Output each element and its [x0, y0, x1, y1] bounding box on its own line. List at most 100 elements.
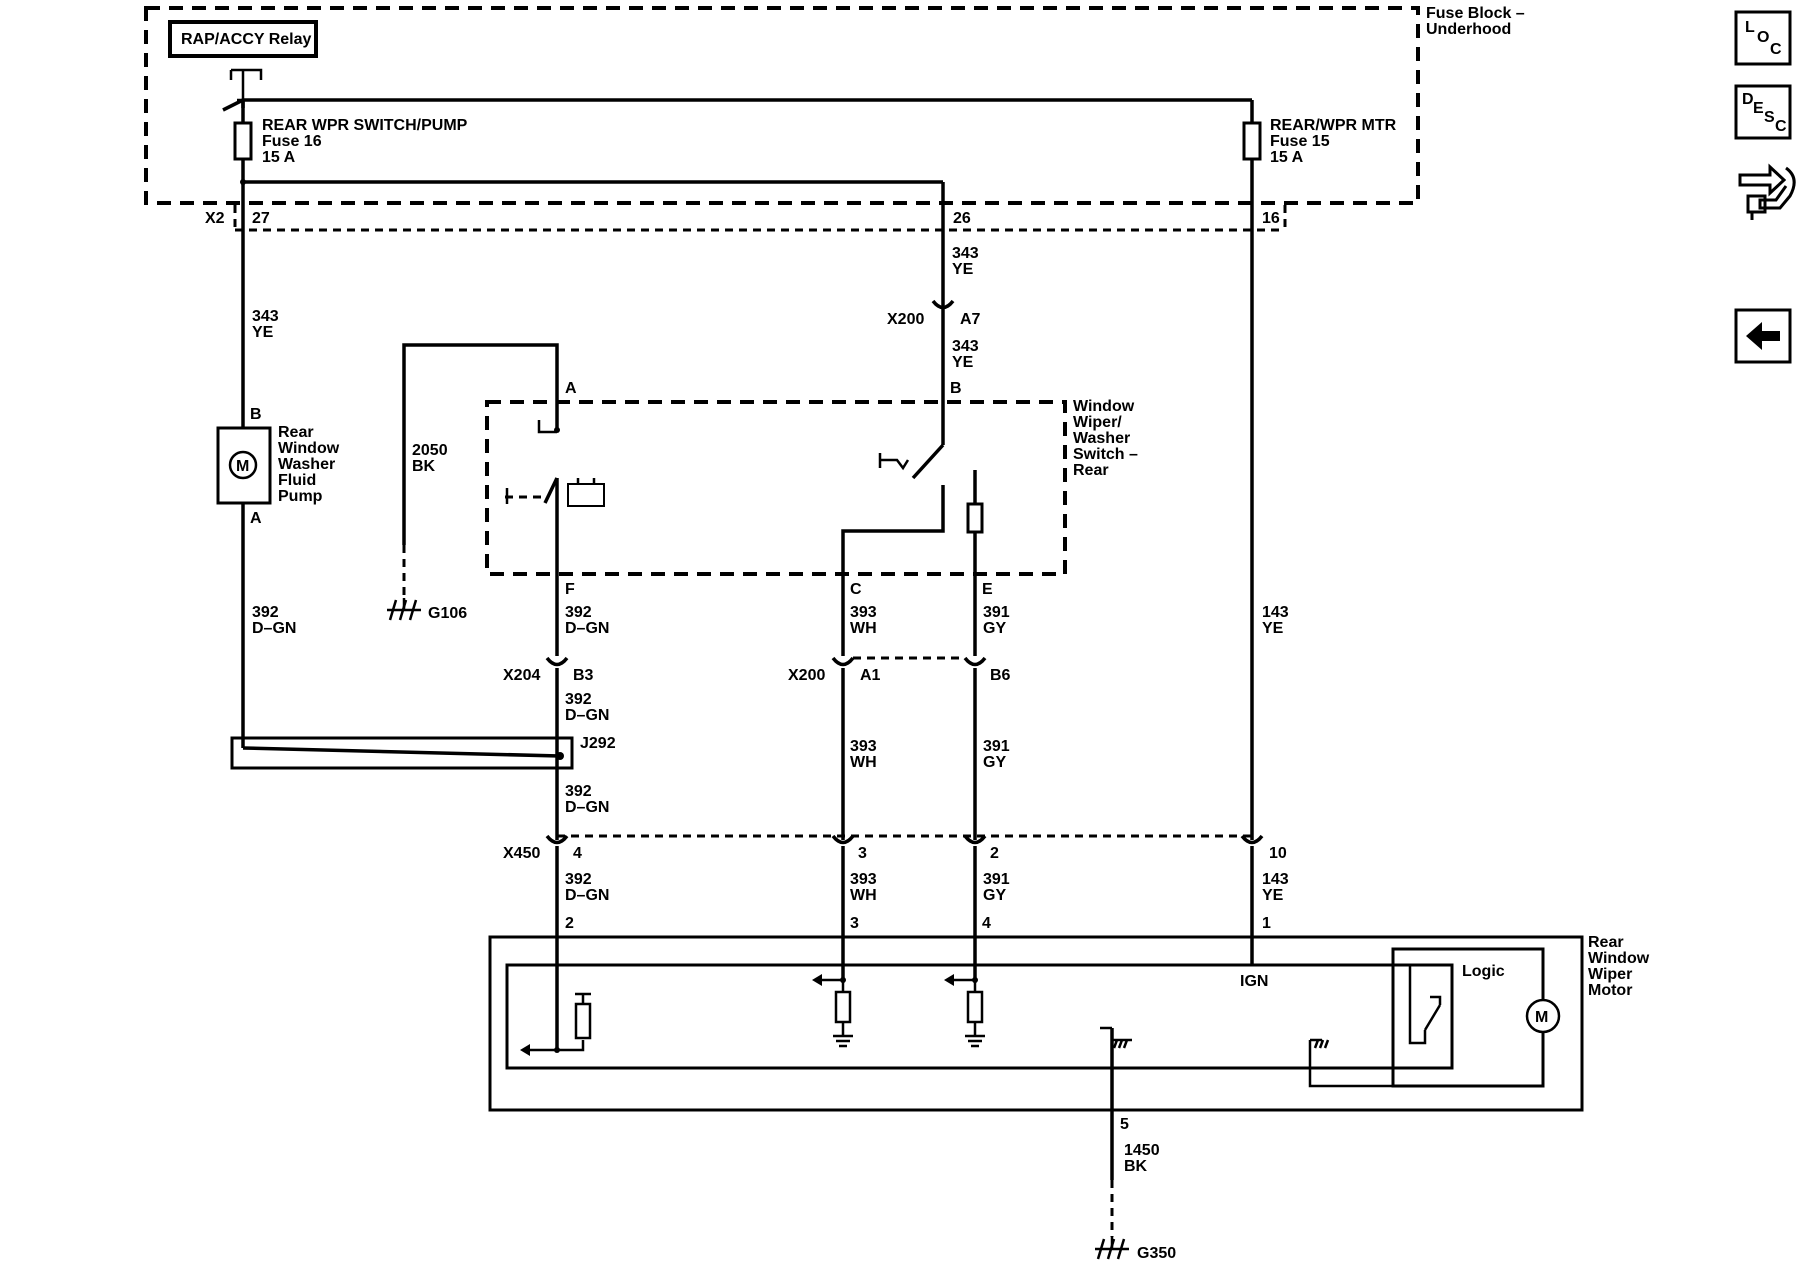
motor-label-4: Motor — [1588, 982, 1632, 999]
x200-mid-label: X200 — [788, 667, 825, 684]
wire-143-circuit: 143 — [1262, 604, 1289, 621]
wire-393-c-circuit: 393 — [850, 604, 877, 621]
wire-343-mid-color-2: YE — [952, 354, 974, 371]
wire-392-bottom-circuit: 392 — [565, 871, 592, 888]
fuse15-name: REAR/WPR MTR — [1270, 117, 1397, 134]
nav-desc-d: D — [1742, 91, 1754, 108]
pump-label-4: Fluid — [278, 472, 316, 489]
switch-label-1: Window — [1073, 398, 1135, 415]
switch-label-2: Wiper/ — [1073, 414, 1122, 431]
motor-logic-label: Logic — [1462, 963, 1505, 980]
pin-x204-b3: B3 — [573, 667, 594, 684]
pump-pin-b: B — [250, 406, 262, 423]
pin-x450-4: 4 — [573, 845, 582, 862]
switch-pin-f: F — [565, 581, 575, 598]
wire-392-bottom-color: D–GN — [565, 887, 609, 904]
pump-label-5: Pump — [278, 488, 323, 505]
splice-j292 — [230, 736, 574, 770]
wire-392-left-circuit: 392 — [252, 604, 279, 621]
x2-label: X2 — [205, 210, 225, 227]
wire-343-left-color: YE — [252, 324, 274, 341]
wire-392-f-circuit: 392 — [565, 604, 592, 621]
relay-label: RAP/ACCY Relay — [181, 31, 312, 48]
relay-box — [168, 20, 318, 58]
motor-pin-5: 5 — [1120, 1116, 1129, 1133]
switch-label-5: Rear — [1073, 462, 1109, 479]
wire-343-left-circuit: 343 — [252, 308, 279, 325]
wire-391-mid-color: GY — [983, 754, 1006, 771]
fuse-block-boundary — [144, 6, 1420, 205]
wire-392-j292-color: D–GN — [565, 799, 609, 816]
wire-1450-color: BK — [1124, 1158, 1148, 1175]
fuse16-rating: 15 A — [262, 149, 296, 166]
ground-g106-icon — [387, 598, 421, 621]
nav-loc-button[interactable]: L O C — [1734, 10, 1792, 66]
pin-x200-a7: A7 — [960, 311, 981, 328]
pin-x200-a1: A1 — [860, 667, 881, 684]
back-arrow-icon[interactable] — [1734, 308, 1792, 364]
motor-pin-2: 2 — [565, 915, 574, 932]
wire-143-color: YE — [1262, 620, 1284, 637]
motor-ign-label: IGN — [1240, 973, 1268, 990]
wire-392-x204-color: D–GN — [565, 707, 609, 724]
wire-392-left-color: D–GN — [252, 620, 296, 637]
motor-pin-1: 1 — [1262, 915, 1271, 932]
motor-pin-3: 3 — [850, 915, 859, 932]
pin-x450-2: 2 — [990, 845, 999, 862]
nav-desc-s: S — [1764, 109, 1775, 126]
motor-label-1: Rear — [1588, 934, 1624, 951]
pin-x2-26: 26 — [953, 210, 971, 227]
wire-392-j292-circuit: 392 — [565, 783, 592, 800]
switch-pin-e: E — [982, 581, 993, 598]
wiper-motor-symbol — [1525, 998, 1561, 1034]
wire-2050-color: BK — [412, 458, 436, 475]
wiper-motor-m: M — [1535, 1009, 1548, 1026]
wire-391-mid-circuit: 391 — [983, 738, 1010, 755]
wire-393-bottom-circuit: 393 — [850, 871, 877, 888]
wire-392-f-color: D–GN — [565, 620, 609, 637]
ground-g350-icon — [1095, 1237, 1129, 1260]
wire-391-e-circuit: 391 — [983, 604, 1010, 621]
switch-label-3: Washer — [1073, 430, 1130, 447]
pump-label-2: Window — [278, 440, 340, 457]
nav-desc-button[interactable]: D E S C — [1734, 84, 1792, 140]
wire-391-bottom-circuit: 391 — [983, 871, 1010, 888]
fuse-16 — [233, 121, 253, 161]
nav-loc-l: L — [1745, 19, 1755, 36]
wiper-motor-box — [488, 935, 1584, 1112]
switch-pin-c: C — [850, 581, 862, 598]
motor-pin-4: 4 — [982, 915, 991, 932]
x450-label: X450 — [503, 845, 540, 862]
wire-393-c-color: WH — [850, 620, 877, 637]
fuse16-name: REAR WPR SWITCH/PUMP — [262, 117, 468, 134]
fuse-block-label-2: Underhood — [1426, 21, 1511, 38]
wire-392-x204-circuit: 392 — [565, 691, 592, 708]
wire-343-mid-circuit-2: 343 — [952, 338, 979, 355]
switch-label-4: Switch – — [1073, 446, 1138, 463]
wire-391-e-color: GY — [983, 620, 1006, 637]
wiper-motor-inner — [505, 963, 1454, 1070]
motor-label-2: Window — [1588, 950, 1650, 967]
switch-resistor — [966, 502, 984, 534]
wire-1450-circuit: 1450 — [1124, 1142, 1160, 1159]
pump-motor-symbol: M — [236, 458, 249, 475]
wire-393-mid-circuit: 393 — [850, 738, 877, 755]
nav-loc-c: C — [1770, 41, 1782, 58]
wire-393-mid-color: WH — [850, 754, 877, 771]
x200-top-label: X200 — [887, 311, 924, 328]
pin-x2-27: 27 — [252, 210, 270, 227]
pin-x450-10: 10 — [1269, 845, 1287, 862]
wire-343-mid-circuit-1: 343 — [952, 245, 979, 262]
nav-desc-e: E — [1753, 100, 1764, 117]
fuse16-number: Fuse 16 — [262, 133, 322, 150]
motor-label-3: Wiper — [1588, 966, 1632, 983]
switch-pin-b: B — [950, 380, 962, 397]
nav-desc-c: C — [1775, 118, 1787, 135]
ground-g350-label: G350 — [1137, 1245, 1176, 1262]
wire-393-bottom-color: WH — [850, 887, 877, 904]
connector-wrench-icon[interactable] — [1738, 163, 1796, 220]
pin-x450-3: 3 — [858, 845, 867, 862]
pump-label-3: Washer — [278, 456, 335, 473]
ground-g106-label: G106 — [428, 605, 467, 622]
switch-pin-a: A — [565, 380, 577, 397]
